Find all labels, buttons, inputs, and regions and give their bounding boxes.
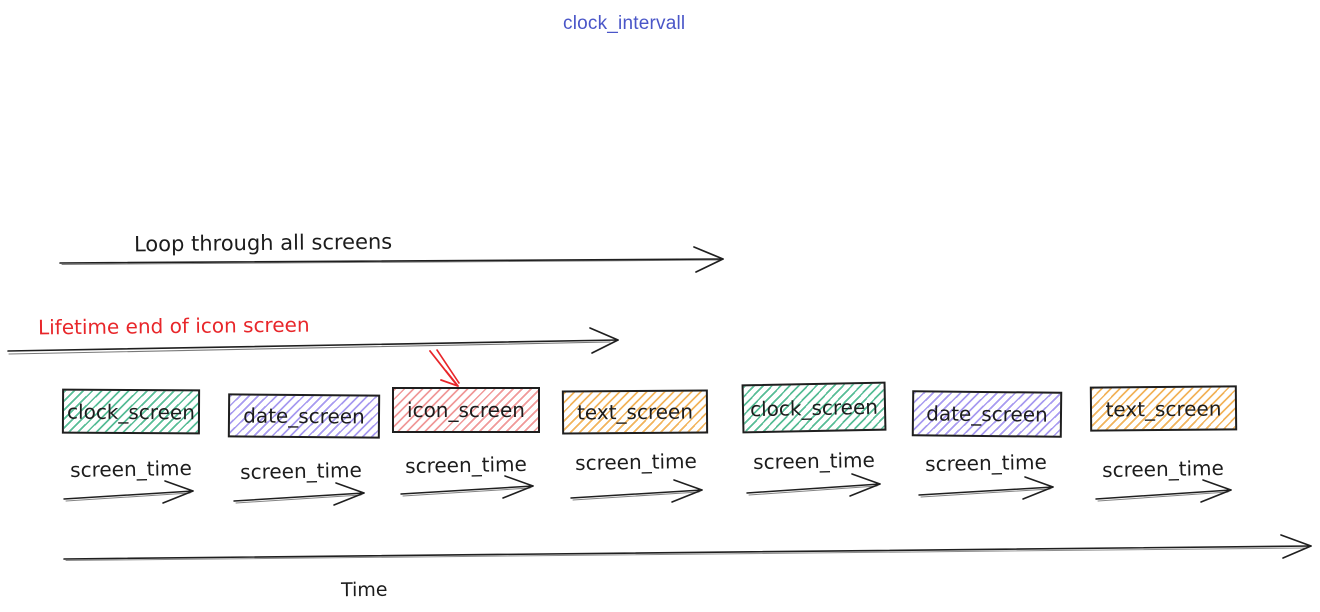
screen-time-arrow bbox=[746, 473, 881, 497]
lifetime-arrow bbox=[7, 327, 619, 355]
screen-time-label: screen_time bbox=[1101, 455, 1225, 483]
screen-time-arrow bbox=[1095, 479, 1232, 503]
screen-time-arrow bbox=[233, 482, 365, 506]
time-axis-label: Time bbox=[340, 578, 388, 602]
page-title: clock_intervall bbox=[563, 13, 686, 34]
icon-screen-pointer-arrow bbox=[429, 349, 460, 387]
text-screen-box: text_screen bbox=[561, 389, 709, 435]
screen-time-label: screen_time bbox=[404, 451, 528, 479]
date-screen-box-2: date_screen bbox=[911, 390, 1063, 438]
icon-screen-box: icon_screen bbox=[392, 387, 540, 433]
loop-arrow-label: Loop through all screens bbox=[133, 229, 393, 257]
screen-time-arrow bbox=[570, 479, 703, 503]
text-screen-box-2: text_screen bbox=[1089, 385, 1238, 432]
time-axis-arrow bbox=[63, 534, 1312, 561]
screen-time-label: screen_time bbox=[924, 449, 1048, 477]
clock-screen-box: clock_screen bbox=[61, 388, 201, 435]
screen-time-arrow bbox=[400, 475, 534, 499]
screen-time-label: screen_time bbox=[752, 447, 876, 475]
lifetime-arrow-label: Lifetime end of icon screen bbox=[37, 312, 310, 340]
clock-screen-box-2: clock_screen bbox=[741, 381, 887, 434]
screen-time-arrow bbox=[918, 476, 1054, 500]
screen-time-label: screen_time bbox=[69, 455, 193, 483]
date-screen-box: date_screen bbox=[227, 393, 381, 439]
screen-time-label: screen_time bbox=[239, 457, 363, 485]
screen-time-arrow bbox=[63, 480, 194, 504]
loop-arrow bbox=[59, 246, 724, 273]
screen-time-label: screen_time bbox=[574, 448, 698, 476]
